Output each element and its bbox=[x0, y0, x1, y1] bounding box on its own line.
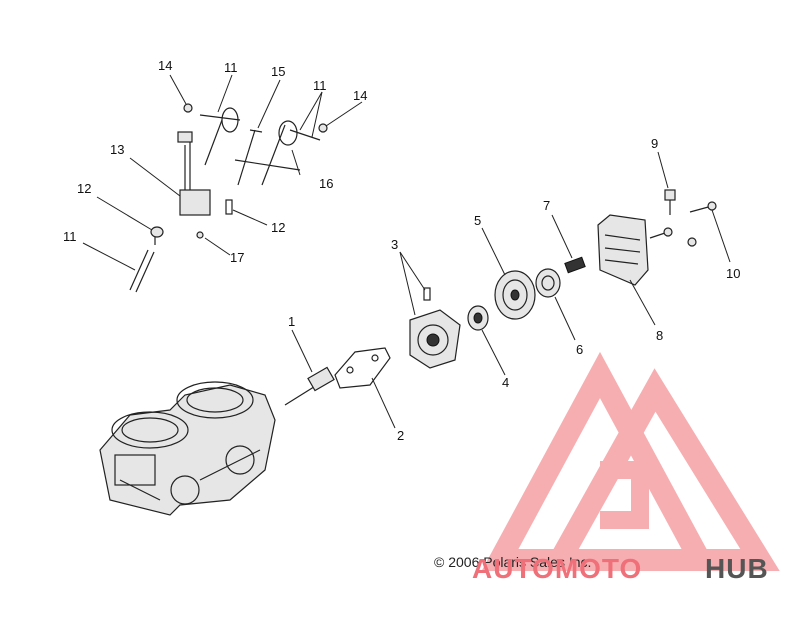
part-5-impeller bbox=[481, 227, 536, 320]
callout-11-right: 11 bbox=[313, 78, 327, 93]
callout-12-left: 12 bbox=[77, 181, 91, 196]
part-6-seal bbox=[535, 268, 576, 341]
watermark-word-hub: HUB bbox=[705, 553, 769, 584]
callout-17: 17 bbox=[230, 250, 244, 265]
part-3-housing bbox=[399, 251, 461, 369]
callout-14-left: 14 bbox=[158, 58, 172, 73]
part-2-gasket bbox=[334, 347, 396, 429]
copyright-text: © 2006 Polaris Sales Inc. bbox=[434, 554, 591, 570]
callout-11-top: 11 bbox=[224, 60, 238, 75]
callout-13: 13 bbox=[110, 142, 124, 157]
callout-3: 3 bbox=[391, 237, 398, 252]
callout-7: 7 bbox=[543, 198, 550, 213]
callout-9: 9 bbox=[651, 136, 658, 151]
callout-2: 2 bbox=[397, 428, 404, 443]
part-8-cover bbox=[597, 214, 656, 326]
watermark-word-auto: AUTOMOTO bbox=[472, 553, 642, 584]
part-1-valve bbox=[284, 329, 335, 406]
cylinder-block bbox=[99, 381, 276, 516]
callout-10: 10 bbox=[726, 266, 740, 281]
actuator-assembly bbox=[82, 74, 363, 293]
watermark-logo bbox=[481, 351, 780, 571]
callout-4: 4 bbox=[502, 375, 509, 390]
part-4-bearing bbox=[467, 305, 506, 376]
callout-11-left: 11 bbox=[63, 229, 77, 244]
callout-14-right: 14 bbox=[353, 88, 367, 103]
callout-6: 6 bbox=[576, 342, 583, 357]
part-7-spring bbox=[551, 214, 586, 274]
callout-1: 1 bbox=[288, 314, 295, 329]
callout-16: 16 bbox=[319, 176, 333, 191]
callout-8: 8 bbox=[656, 328, 663, 343]
callout-5: 5 bbox=[474, 213, 481, 228]
callout-15: 15 bbox=[271, 64, 285, 79]
callout-12-right: 12 bbox=[271, 220, 285, 235]
part-10-bolts bbox=[649, 201, 731, 263]
part-9-bolt bbox=[657, 151, 676, 215]
